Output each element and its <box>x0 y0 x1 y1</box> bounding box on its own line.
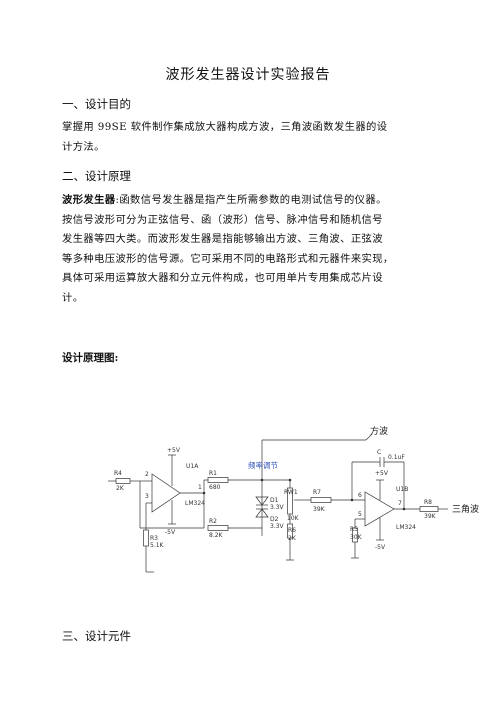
zener-d1 <box>255 496 269 506</box>
label-r7-value: 39K <box>313 506 326 513</box>
section2-line6: 计。 <box>62 291 84 304</box>
label-r2: R2 <box>209 518 217 525</box>
label-triangle-wave: 三角波 <box>452 503 479 515</box>
label-pin3: 3 <box>145 493 149 500</box>
label-c: C <box>377 449 381 456</box>
label-vee1: -5V <box>165 529 176 536</box>
resistor-r1 <box>207 477 229 483</box>
label-r8-value: 39K <box>424 513 437 520</box>
section2-paragraph: 波形发生器:函数信号发生器是指产生所需参数的电测试信号的仪器。 按信号波形可分为… <box>62 191 432 309</box>
label-square-wave: 方波 <box>370 425 388 437</box>
label-d2-value: 3.3V <box>270 523 285 530</box>
resistor-r3 <box>143 529 149 547</box>
op-amp-u1b <box>364 491 395 527</box>
section3-heading: 三、设计元件 <box>62 629 131 643</box>
label-vee2: -5V <box>375 544 386 551</box>
label-r1: R1 <box>209 470 217 477</box>
label-rw1-value: 10K <box>287 515 300 522</box>
label-pin2: 2 <box>145 471 149 478</box>
section2-line3: 发生器等四大类。而波形发生器是指能够输出方波、三角波、正弦波 <box>62 233 383 246</box>
diagram-heading: 设计原理图: <box>62 352 119 364</box>
label-pin1: 1 <box>198 484 202 491</box>
resistor-r4 <box>115 478 131 484</box>
resistor-r2 <box>207 525 229 531</box>
label-r4: R4 <box>114 470 122 477</box>
section2-line5: 具体可采用运算放大器和分立元件构成，也可用单片专用集成芯片设 <box>62 272 383 285</box>
label-rw1: RW1 <box>284 489 298 496</box>
label-c-value: 0.1uF <box>388 454 405 461</box>
label-u1b: U1B <box>396 486 408 493</box>
resistor-r7 <box>310 497 332 503</box>
label-d2: D2 <box>270 516 279 523</box>
label-r7: R7 <box>313 489 321 496</box>
label-r4-value: 2K <box>116 485 125 492</box>
label-freq-adjust: 频率调节 <box>248 460 278 470</box>
label-pin5: 5 <box>358 511 362 518</box>
label-pin6: 6 <box>358 492 362 499</box>
label-r5: R5 <box>350 526 358 533</box>
label-r2-value: 8.2K <box>209 532 224 539</box>
section2-term: 波形发生器 <box>62 194 116 206</box>
resistor-r8 <box>419 506 439 512</box>
label-vcc2: +5V <box>375 470 389 477</box>
label-r1-value: 680 <box>209 484 221 491</box>
label-lm324-b: LM324 <box>396 524 416 531</box>
label-r8: R8 <box>424 499 432 506</box>
zener-d2 <box>255 508 269 518</box>
section2-line1: 波形发生器:函数信号发生器是指产生所需参数的电测试信号的仪器。 <box>62 191 432 211</box>
label-vcc1: +5V <box>167 447 181 454</box>
label-lm324-a: LM324 <box>185 500 205 507</box>
label-d1: D1 <box>270 497 279 504</box>
section2-line1-rest: :函数信号发生器是指产生所需参数的电测试信号的仪器。 <box>115 194 387 206</box>
section1-heading: 一、设计目的 <box>62 97 131 111</box>
label-u1a: U1A <box>186 463 199 470</box>
section2-line2: 按信号波形可分为正弦信号、函（波形）信号、脉冲信号和随机信号 <box>62 213 383 226</box>
label-r3: R3 <box>150 535 158 542</box>
label-r3-value: 5.1K <box>150 542 165 549</box>
label-d1-value: 3.3V <box>270 504 285 511</box>
section1-line2: 计方法。 <box>62 140 105 153</box>
label-pin7: 7 <box>398 500 402 507</box>
label-r5-value: 30K <box>350 534 363 541</box>
section1-paragraph: 掌握用 99SE 软件制作集成放大器构成方波，三角波函数发生器的设 计方法。 <box>62 118 432 157</box>
op-amp-u1a <box>151 473 181 513</box>
section2-line4: 等多种电压波形的信号源。它可采用不同的电路形式和元器件来实现， <box>62 252 394 265</box>
document-title: 波形发生器设计实验报告 <box>165 67 331 83</box>
section1-line1: 掌握用 99SE 软件制作集成放大器构成方波，三角波函数发生器的设 <box>62 121 388 133</box>
section2-heading: 二、设计原理 <box>62 169 131 183</box>
label-r6: R6 <box>288 527 296 534</box>
label-r6-value: 2K <box>288 535 297 542</box>
